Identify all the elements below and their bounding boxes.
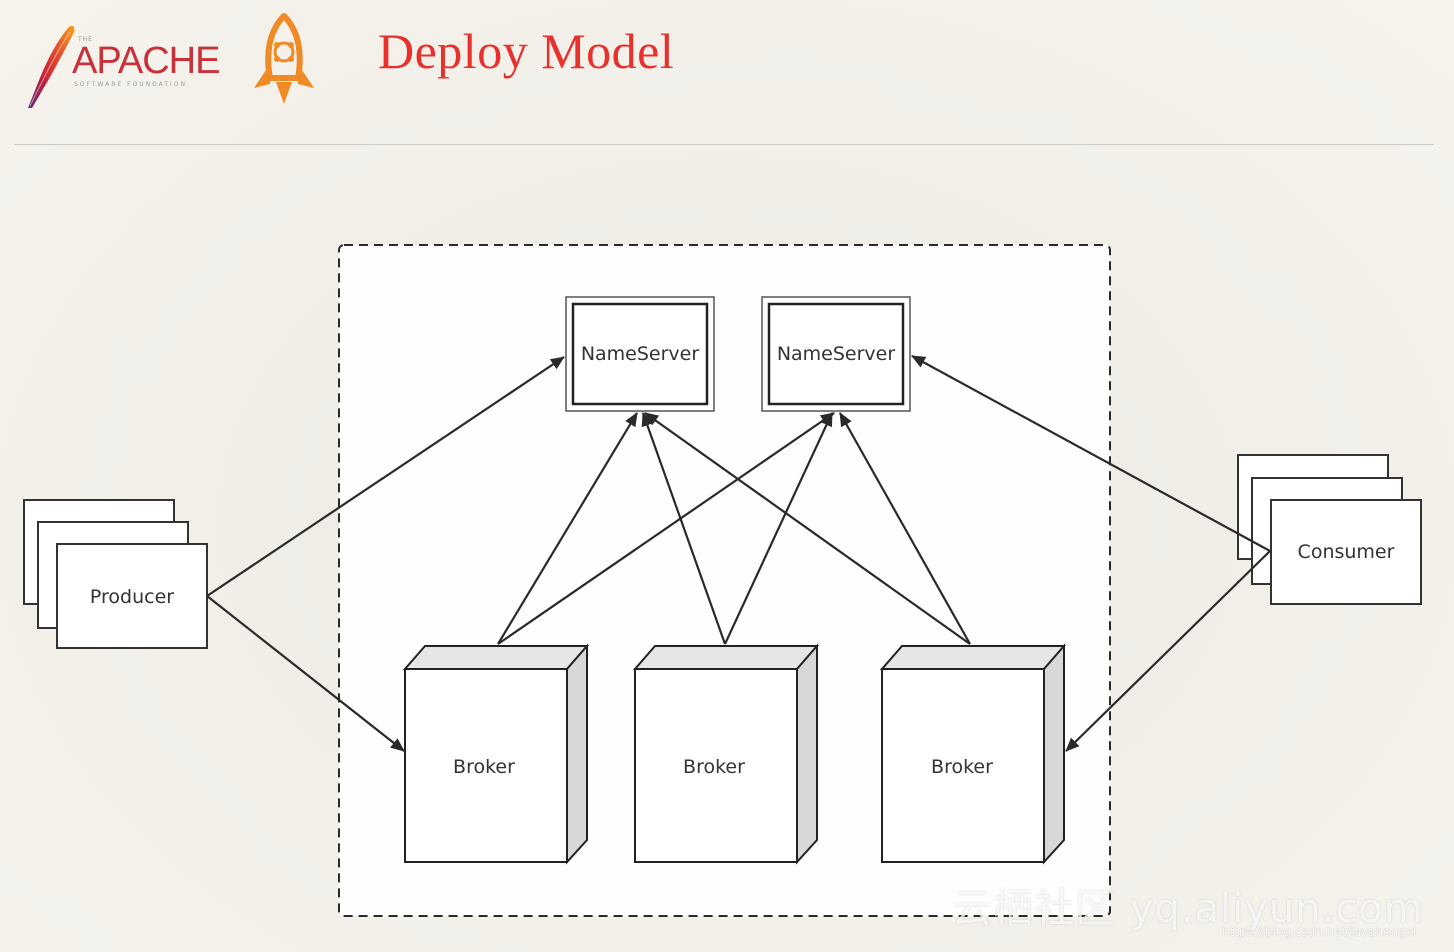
rocket-icon — [254, 13, 314, 104]
watermark: 云栖社区 yq.aliyun.com — [952, 886, 1424, 932]
broker-label: Broker — [683, 756, 745, 778]
broker-label: Broker — [931, 756, 993, 778]
watermark-url: https://blog.csdn.net/javahongxi — [1222, 925, 1417, 939]
arrow-broker3-to-nameserver1 — [644, 412, 971, 645]
producer-stack: Producer — [23, 499, 208, 649]
apache-the-label: THE — [78, 36, 93, 43]
connections — [206, 355, 1271, 752]
broker-1: Broker — [402, 643, 590, 865]
rocketmq-logo — [246, 12, 322, 106]
arrow-broker2-to-nameserver1 — [641, 412, 727, 645]
producer-label: Producer — [90, 586, 174, 608]
nameserver-1: NameServer — [565, 296, 715, 412]
nameserver-label: NameServer — [777, 343, 896, 365]
consumer-label: Consumer — [1298, 541, 1395, 563]
nameserver-label: NameServer — [581, 343, 700, 365]
arrow-broker2-to-nameserver2 — [724, 412, 833, 645]
arrow-producer-to-nameserver — [206, 356, 565, 597]
broker-2: Broker — [632, 643, 820, 865]
arrow-broker1-to-nameserver2 — [497, 412, 835, 645]
page-title: Deploy Model — [378, 23, 675, 79]
producer-box — [56, 543, 208, 649]
header: THE APACHE SOFTWARE FOUNDATION Deploy Mo… — [0, 0, 1454, 145]
arrow-broker3-to-nameserver2 — [839, 412, 971, 645]
arrow-consumer-to-broker — [1065, 550, 1271, 752]
arrow-consumer-to-nameserver — [911, 355, 1271, 552]
arrow-producer-to-broker — [206, 595, 405, 752]
arrow-broker1-to-nameserver1 — [497, 412, 638, 645]
broker-label: Broker — [453, 756, 515, 778]
consumer-stack: Consumer — [1237, 454, 1422, 605]
nameserver-2: NameServer — [761, 296, 911, 412]
apache-foundation-label: SOFTWARE FOUNDATION — [74, 81, 187, 88]
apache-logo — [24, 22, 234, 110]
broker-3: Broker — [879, 643, 1067, 865]
header-divider — [14, 144, 1434, 145]
consumer-box — [1270, 499, 1422, 605]
apache-feather-icon — [28, 25, 75, 109]
apache-wordmark: APACHE — [72, 40, 220, 82]
